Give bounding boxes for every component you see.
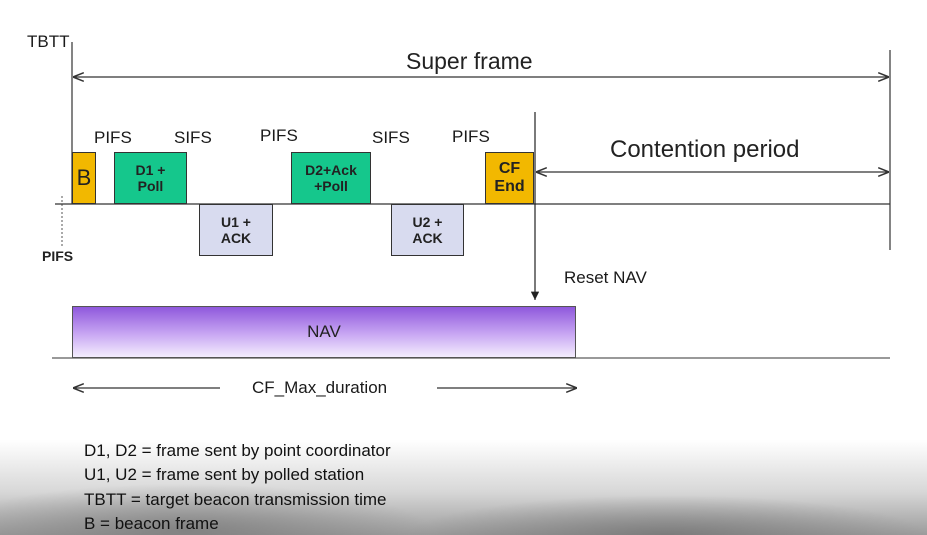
interval-label: SIFS bbox=[174, 128, 212, 147]
beacon-frame: B bbox=[72, 152, 96, 204]
u1-ack-frame: U1 + ACK bbox=[199, 204, 273, 256]
cf-end-frame: CF End bbox=[485, 152, 534, 204]
nav-bar: NAV bbox=[72, 306, 576, 358]
pifs-bottom-label: PIFS bbox=[42, 248, 74, 264]
legend-line: D1, D2 = frame sent by point coordinator bbox=[84, 441, 391, 460]
reset-nav-label: Reset NAV bbox=[564, 268, 647, 287]
legend-line: TBTT = target beacon transmission time bbox=[84, 490, 387, 509]
u2-ack-frame: U2 + ACK bbox=[391, 204, 464, 256]
cf-max-duration-label: CF_Max_duration bbox=[252, 378, 388, 397]
interval-label: PIFS bbox=[452, 127, 490, 146]
legend-line: B = beacon frame bbox=[84, 514, 219, 533]
background-haze bbox=[0, 440, 927, 535]
tbtt-label: TBTT bbox=[27, 32, 70, 51]
interval-label: PIFS bbox=[260, 126, 298, 145]
interval-label: SIFS bbox=[372, 128, 410, 147]
contention-period-label: Contention period bbox=[610, 136, 800, 163]
d1-poll-frame: D1 + Poll bbox=[114, 152, 187, 204]
d2-ack-poll-frame: D2+Ack +Poll bbox=[291, 152, 371, 204]
legend-line: U1, U2 = frame sent by polled station bbox=[84, 465, 365, 484]
interval-label: PIFS bbox=[94, 128, 132, 147]
super-frame-label: Super frame bbox=[406, 48, 533, 74]
